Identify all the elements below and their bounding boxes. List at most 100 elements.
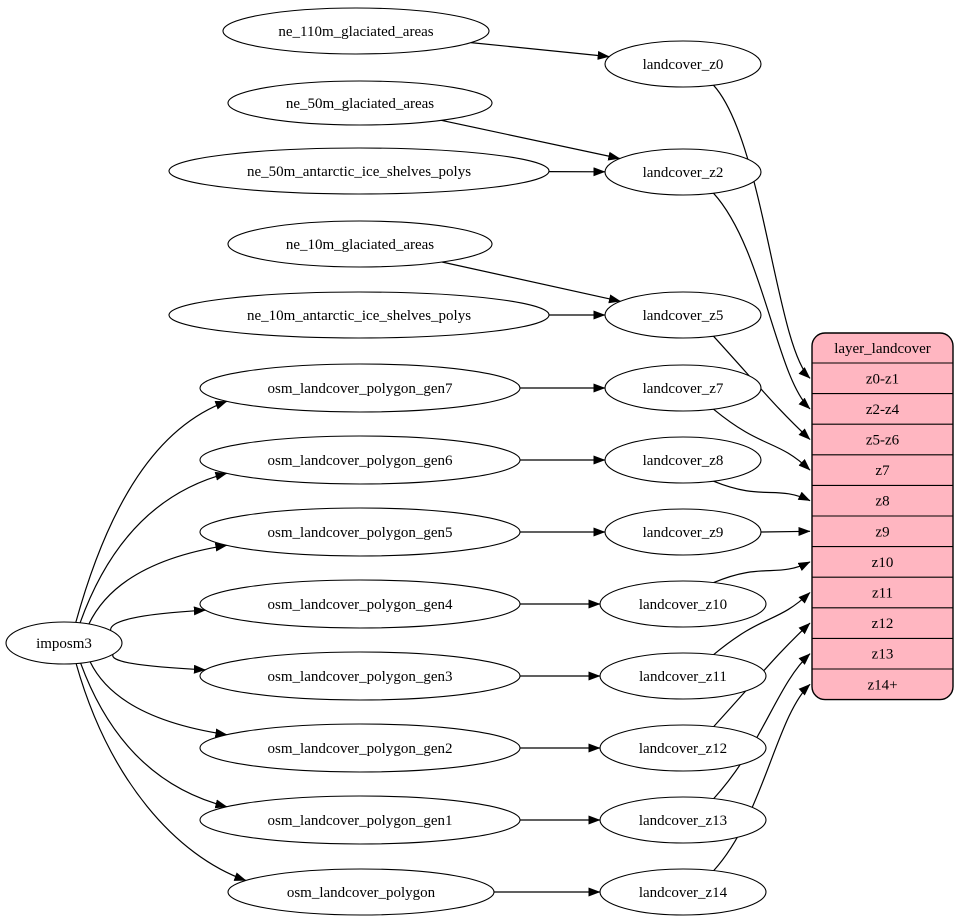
edge-landcover_z9-to-layer_landcover-z9	[760, 526, 811, 536]
ne_110m_glaciated_areas-label: ne_110m_glaciated_areas	[278, 24, 433, 40]
edge-landcover_z5-to-layer_landcover-z5-z6	[713, 335, 811, 440]
landcover_z0-shape	[604, 40, 762, 88]
osm_landcover_polygon_gen7-shape	[199, 363, 521, 413]
node-osm_landcover_polygon_gen7: osm_landcover_polygon_gen7	[199, 363, 521, 413]
landcover_z11-label: landcover_z11	[639, 669, 727, 685]
table-header-label: layer_landcover	[834, 341, 931, 357]
osm_landcover_polygon_gen7-label: osm_landcover_polygon_gen7	[268, 381, 453, 397]
ne_110m_glaciated_areas-shape	[222, 7, 490, 55]
landcover_z14-label: landcover_z14	[639, 885, 728, 901]
table-row-label-z7: z7	[875, 463, 890, 479]
table-row-label-z13: z13	[872, 647, 894, 663]
ne_50m_glaciated_areas-shape	[227, 80, 493, 126]
edge-landcover_z2-to-layer_landcover-z2-z4	[713, 192, 811, 410]
edge-landcover_z8-to-layer_landcover-z8	[713, 480, 811, 502]
node-landcover_z8: landcover_z8	[604, 436, 762, 484]
landcover_z10-label: landcover_z10	[639, 597, 727, 613]
table-row-label-z9: z9	[875, 524, 889, 540]
node-landcover_z10: landcover_z10	[599, 580, 767, 628]
ne_10m_glaciated_areas-label: ne_10m_glaciated_areas	[286, 237, 434, 253]
node-landcover_z14: landcover_z14	[599, 868, 767, 916]
landcover_z11-shape	[599, 652, 767, 700]
table-row-label-z11: z11	[872, 586, 893, 602]
edge-imposm3-to-osm_landcover_polygon_gen3	[112, 653, 206, 674]
osm_landcover_polygon_gen3-label: osm_landcover_polygon_gen3	[268, 669, 453, 685]
edge-landcover_z14-to-layer_landcover-z14+	[713, 683, 811, 872]
node-ne_110m_glaciated_areas: ne_110m_glaciated_areas	[222, 7, 490, 55]
node-landcover_z7: landcover_z7	[604, 364, 762, 412]
landcover_z8-shape	[604, 436, 762, 484]
osm_landcover_polygon_gen1-shape	[199, 795, 521, 845]
osm_landcover_polygon_gen4-shape	[199, 579, 521, 629]
node-landcover_z0: landcover_z0	[604, 40, 762, 88]
landcover_z12-label: landcover_z12	[639, 741, 727, 757]
table-row-label-z12: z12	[872, 616, 894, 632]
osm_landcover_polygon-label: osm_landcover_polygon	[287, 885, 436, 901]
node-landcover_z11: landcover_z11	[599, 652, 767, 700]
landcover_z8-label: landcover_z8	[643, 453, 724, 469]
ne_50m_antarctic_ice_shelves_polys-label: ne_50m_antarctic_ice_shelves_polys	[247, 164, 471, 180]
landcover_z2-shape	[604, 148, 762, 196]
landcover_z13-label: landcover_z13	[639, 813, 727, 829]
ne_10m_antarctic_ice_shelves_polys-label: ne_10m_antarctic_ice_shelves_polys	[247, 308, 471, 324]
edge-ne_110m_glaciated_areas-to-landcover_z0	[470, 42, 610, 60]
edge-landcover_z12-to-layer_landcover-z12	[713, 622, 811, 728]
table-layer: layer_landcoverz0-z1z2-z4z5-z6z7z8z9z10z…	[811, 332, 954, 701]
table-row-label-z2-z4: z2-z4	[866, 402, 900, 418]
table-row-label-z5-z6: z5-z6	[866, 433, 900, 449]
node-landcover_z5: landcover_z5	[604, 291, 762, 339]
node-ne_10m_glaciated_areas: ne_10m_glaciated_areas	[227, 220, 493, 268]
edge-landcover_z11-to-layer_landcover-z11	[713, 592, 811, 656]
edge-landcover_z0-to-layer_landcover-z0-z1	[713, 84, 811, 379]
node-imposm3: imposm3	[5, 621, 123, 665]
landcover_z7-shape	[604, 364, 762, 412]
landcover_z13-shape	[599, 796, 767, 844]
landcover_z9-shape	[604, 508, 762, 556]
table-layer_landcover: layer_landcoverz0-z1z2-z4z5-z6z7z8z9z10z…	[811, 332, 954, 701]
osm_landcover_polygon_gen2-label: osm_landcover_polygon_gen2	[268, 741, 453, 757]
edge-imposm3-to-osm_landcover_polygon_gen2	[89, 661, 228, 738]
osm_landcover_polygon_gen5-label: osm_landcover_polygon_gen5	[268, 525, 453, 541]
edge-landcover_z7-to-layer_landcover-z7	[713, 408, 811, 471]
imposm3-shape	[5, 621, 123, 665]
edge-landcover_z13-to-layer_landcover-z13	[713, 653, 811, 800]
osm_landcover_polygon_gen3-shape	[199, 651, 521, 701]
ne_50m_glaciated_areas-label: ne_50m_glaciated_areas	[286, 96, 434, 112]
node-landcover_z9: landcover_z9	[604, 508, 762, 556]
landcover_z12-shape	[599, 724, 767, 772]
table-row-label-z0-z1: z0-z1	[866, 371, 899, 387]
table-row-label-z8: z8	[875, 494, 889, 510]
edge-ne_50m_glaciated_areas-to-landcover_z2	[441, 119, 621, 161]
node-osm_landcover_polygon_gen6: osm_landcover_polygon_gen6	[199, 435, 521, 485]
landcover_z5-shape	[604, 291, 762, 339]
landcover_z0-label: landcover_z0	[643, 57, 724, 73]
node-osm_landcover_polygon_gen1: osm_landcover_polygon_gen1	[199, 795, 521, 845]
ne_10m_antarctic_ice_shelves_polys-shape	[168, 291, 550, 339]
node-landcover_z12: landcover_z12	[599, 724, 767, 772]
node-ne_50m_antarctic_ice_shelves_polys: ne_50m_antarctic_ice_shelves_polys	[168, 147, 550, 195]
landcover_z14-shape	[599, 868, 767, 916]
landcover_z2-label: landcover_z2	[643, 165, 724, 181]
edge-landcover_z10-to-layer_landcover-z10	[713, 561, 811, 584]
osm_landcover_polygon_gen6-shape	[199, 435, 521, 485]
edge-imposm3-to-osm_landcover_polygon_gen7	[75, 400, 228, 623]
edge-imposm3-to-osm_landcover_polygon_gen1	[80, 662, 228, 809]
osm_landcover_polygon_gen5-shape	[199, 507, 521, 557]
landcover_z10-shape	[599, 580, 767, 628]
landcover_z7-label: landcover_z7	[643, 381, 724, 397]
node-ne_10m_antarctic_ice_shelves_polys: ne_10m_antarctic_ice_shelves_polys	[168, 291, 550, 339]
node-landcover_z2: landcover_z2	[604, 148, 762, 196]
imposm3-label: imposm3	[36, 636, 92, 652]
osm_landcover_polygon_gen4-label: osm_landcover_polygon_gen4	[268, 597, 453, 613]
nodes-layer: imposm3 ne_110m_glaciated_areas ne_50m_gla…	[5, 7, 767, 916]
node-osm_landcover_polygon_gen4: osm_landcover_polygon_gen4	[199, 579, 521, 629]
osm_landcover_polygon_gen1-label: osm_landcover_polygon_gen1	[268, 813, 453, 829]
osm_landcover_polygon_gen2-shape	[199, 723, 521, 773]
edge-imposm3-to-osm_landcover_polygon_gen4	[110, 606, 206, 631]
node-osm_landcover_polygon_gen5: osm_landcover_polygon_gen5	[199, 507, 521, 557]
landcover_z9-label: landcover_z9	[643, 525, 724, 541]
ne_10m_glaciated_areas-shape	[227, 220, 493, 268]
edge-imposm3-to-osm_landcover_polygon_gen5	[88, 542, 228, 625]
edge-ne_10m_glaciated_areas-to-landcover_z5	[441, 261, 621, 304]
